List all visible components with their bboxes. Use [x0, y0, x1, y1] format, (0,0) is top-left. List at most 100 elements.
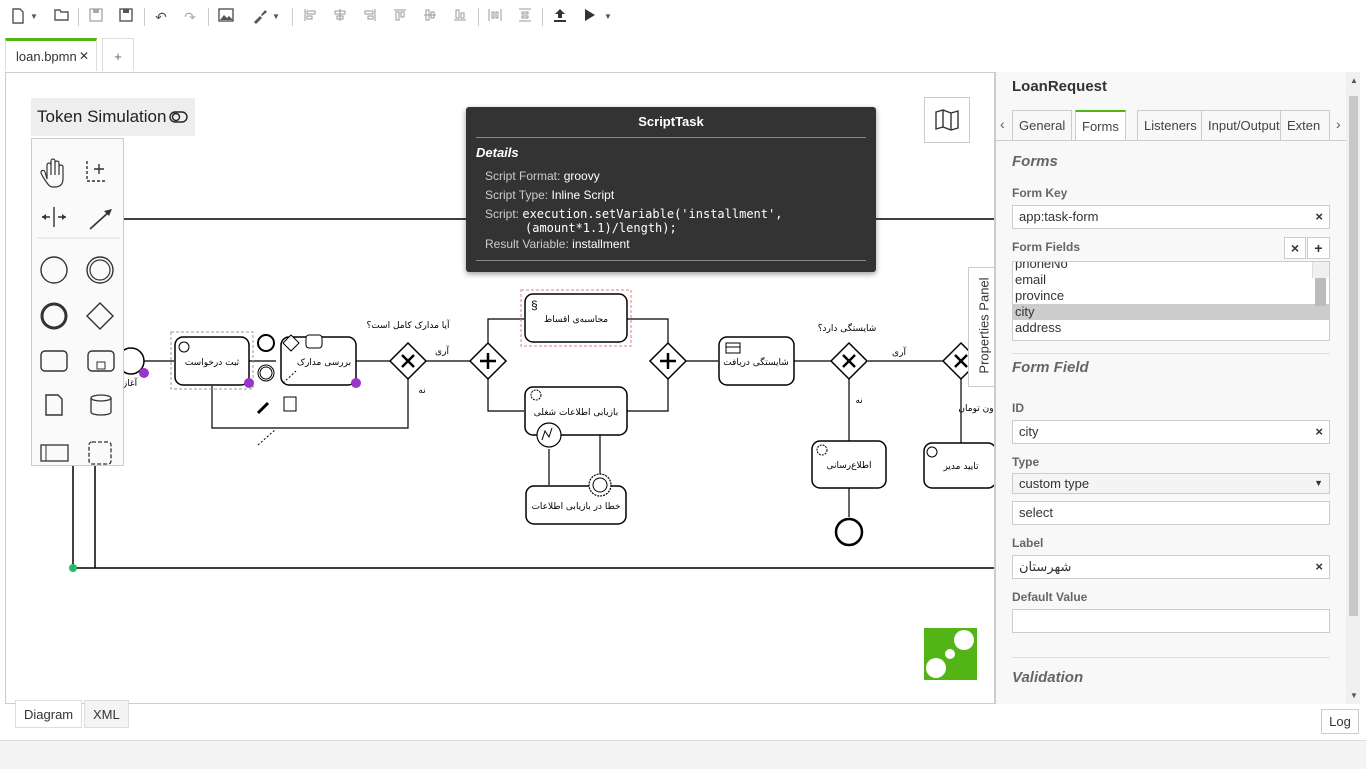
default-value-input[interactable]: [1012, 609, 1330, 633]
undo-icon[interactable]: ↶: [155, 9, 167, 25]
tab-listeners[interactable]: Listeners: [1137, 110, 1204, 140]
start-event-tool-icon[interactable]: [40, 256, 68, 284]
tab-extensions[interactable]: Exten: [1280, 110, 1330, 140]
pool-tool-icon[interactable]: [40, 444, 69, 462]
save-as-icon[interactable]: [116, 8, 136, 26]
form-fields-list[interactable]: phoneNo email province city address: [1012, 261, 1330, 341]
properties-scrollbar[interactable]: ▲ ▼: [1346, 72, 1360, 704]
clear-id-button[interactable]: ×: [1315, 424, 1323, 439]
task-tool-icon[interactable]: [40, 350, 68, 372]
task-error-label: خطا در بازیابی اطلاعات: [531, 502, 620, 512]
new-file-icon[interactable]: [8, 8, 28, 26]
tabs-scroll-right-icon[interactable]: ›: [1336, 116, 1341, 132]
connect-tool-icon[interactable]: [89, 209, 112, 230]
tab-close-icon[interactable]: ✕: [79, 49, 90, 63]
data-store-tool-icon[interactable]: [90, 394, 112, 416]
diagram-tab[interactable]: Diagram: [15, 700, 83, 728]
map-icon: [935, 109, 959, 131]
align-middle-icon[interactable]: [420, 8, 440, 26]
log-button[interactable]: Log: [1321, 709, 1359, 734]
selection-outline: [170, 331, 254, 390]
custom-type-input[interactable]: select: [1012, 501, 1330, 525]
open-folder-icon[interactable]: [52, 8, 72, 26]
lasso-tool-icon[interactable]: [86, 161, 107, 182]
align-bottom-icon[interactable]: [450, 8, 470, 26]
script-task-icon: §: [531, 298, 538, 312]
tab-label: loan.bpmn: [16, 49, 77, 64]
type-select[interactable]: custom type ▼: [1012, 473, 1330, 494]
user-task-icon: [926, 446, 938, 458]
tab-loan-bpmn[interactable]: loan.bpmn ✕: [5, 38, 97, 71]
paint-dropdown-icon[interactable]: ▼: [272, 12, 280, 21]
service-task-icon: [816, 444, 828, 456]
space-tool-icon[interactable]: [42, 207, 66, 227]
tab-general[interactable]: General: [1012, 110, 1073, 140]
subprocess-tool-icon[interactable]: [87, 350, 115, 372]
business-rule-icon: [725, 342, 741, 354]
list-item[interactable]: email: [1015, 272, 1047, 287]
tabs-scroll-left-icon[interactable]: ‹: [1000, 116, 1005, 132]
gateway1-label: آیا مدارک کامل است؟: [366, 319, 450, 331]
properties-panel: LoanRequest ‹ General Forms Listeners In…: [995, 72, 1360, 704]
remove-form-field-button[interactable]: ×: [1284, 237, 1306, 259]
gateway2-label: شایستگی دارد؟: [818, 322, 877, 334]
minimap-toggle-button[interactable]: [924, 97, 970, 143]
yes1-label: آری: [435, 345, 449, 357]
timer-boundary-event: [588, 473, 612, 497]
gateway-tool-icon[interactable]: [86, 302, 114, 330]
play-icon[interactable]: [580, 8, 600, 26]
task-notify-label: اطلاع‌رسانی: [826, 461, 871, 471]
task-review-label: بررسی مدارک: [297, 357, 351, 368]
end-event-tool-icon[interactable]: [40, 302, 68, 330]
element-tooltip: ScriptTask Details Script Format: groovy…: [466, 107, 876, 272]
tooltip-script-format: Script Format: groovy: [485, 169, 600, 183]
list-item[interactable]: address: [1015, 320, 1062, 335]
add-tab-button[interactable]: +: [102, 38, 134, 71]
properties-panel-handle-label: Properties Panel: [976, 277, 992, 374]
list-scrollbar[interactable]: [1312, 262, 1329, 306]
distribute-vertical-icon[interactable]: [515, 8, 535, 26]
token-badge: [139, 368, 149, 378]
camunda-logo: [924, 628, 977, 680]
deploy-icon[interactable]: [550, 8, 570, 26]
clear-label-button[interactable]: ×: [1315, 559, 1323, 574]
hand-tool-icon[interactable]: [40, 158, 64, 188]
xml-tab[interactable]: XML: [84, 700, 129, 728]
diagram-canvas[interactable]: آغاز: [5, 72, 995, 704]
add-form-field-button[interactable]: +: [1307, 237, 1330, 259]
list-item[interactable]: phoneNo: [1015, 261, 1068, 271]
data-object-tool-icon[interactable]: [45, 394, 63, 416]
id-input[interactable]: city ×: [1012, 420, 1330, 444]
form-field-section-title: Form Field: [1012, 359, 1089, 376]
group-tool-icon[interactable]: [88, 441, 112, 465]
tab-input-output[interactable]: Input/Output: [1201, 110, 1287, 140]
align-top-icon[interactable]: [390, 8, 410, 26]
tab-forms[interactable]: Forms: [1075, 110, 1126, 140]
properties-panel-toggle[interactable]: Properties Panel: [968, 267, 994, 387]
align-center-icon[interactable]: [330, 8, 350, 26]
label-input[interactable]: شهرستان ×: [1012, 555, 1330, 579]
align-left-icon[interactable]: [300, 8, 320, 26]
context-pad: [256, 334, 323, 446]
token-simulation-toggle[interactable]: Token Simulation: [31, 98, 195, 136]
task-manager-label: تایید مدیر: [942, 462, 979, 472]
new-file-dropdown-icon[interactable]: ▼: [30, 12, 38, 21]
align-right-icon[interactable]: [360, 8, 380, 26]
save-icon[interactable]: [86, 8, 106, 26]
error-boundary-event: [536, 422, 562, 448]
intermediate-event-tool-icon[interactable]: [86, 256, 114, 284]
distribute-horizontal-icon[interactable]: [485, 8, 505, 26]
list-item-selected[interactable]: city: [1013, 304, 1329, 320]
play-dropdown-icon[interactable]: ▼: [604, 12, 612, 21]
tooltip-result-variable: Result Variable: installment: [485, 237, 630, 251]
image-export-icon[interactable]: [216, 8, 236, 26]
list-item[interactable]: province: [1015, 288, 1065, 303]
chevron-down-icon: ▼: [1314, 478, 1323, 488]
status-bar: [0, 740, 1366, 769]
yes2-label: آری: [892, 346, 906, 358]
clear-form-key-button[interactable]: ×: [1315, 209, 1323, 224]
paint-icon[interactable]: [250, 8, 270, 26]
form-key-input[interactable]: app:task-form ×: [1012, 205, 1330, 229]
redo-icon[interactable]: ↷: [184, 9, 196, 25]
amount-label: ون تومان: [958, 404, 993, 414]
